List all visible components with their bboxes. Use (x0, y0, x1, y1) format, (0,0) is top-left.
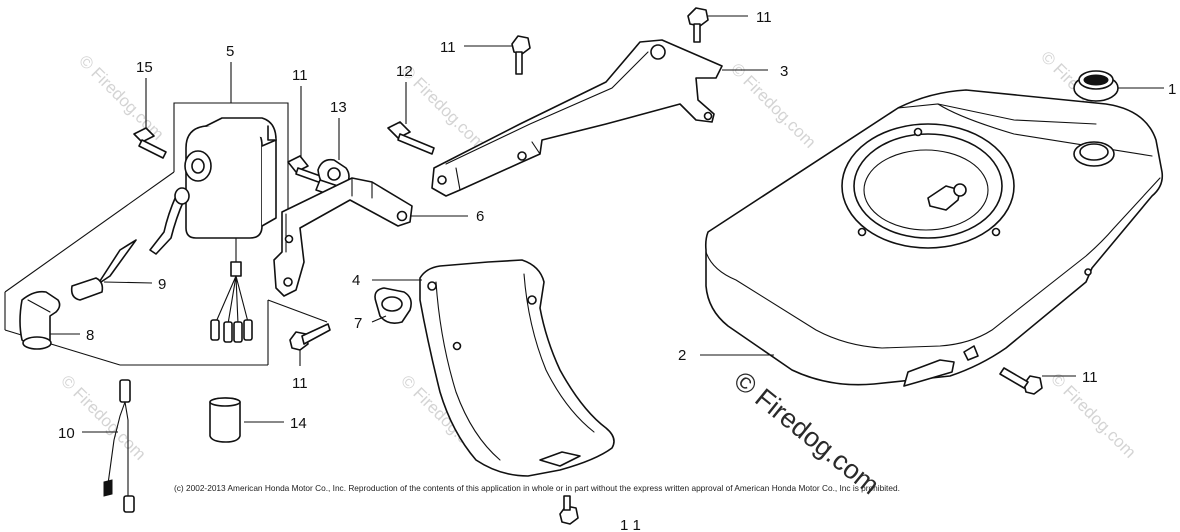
bolt-15 (133, 78, 167, 159)
callout-labels: 1 2 3 4 5 6 7 8 9 10 11 11 11 11 11 12 1… (58, 9, 1176, 532)
copyright-notice: (c) 2002-2013 American Honda Motor Co., … (174, 483, 900, 493)
callout-10: 10 (58, 425, 75, 442)
watermark-faint: © Firedog.com (57, 371, 149, 463)
bolt-11-mid (464, 35, 531, 75)
callout-8: 8 (86, 327, 94, 344)
callout-11-top: 11 (756, 9, 772, 26)
callout-7: 7 (354, 315, 362, 332)
bolt-bottom (559, 495, 579, 525)
callout-11-upper-left: 11 (292, 67, 308, 84)
tube-14 (209, 397, 284, 443)
engine-bracket-3 (431, 39, 768, 197)
callout-9: 9 (158, 276, 166, 293)
callout-4: 4 (352, 272, 360, 289)
coil-bracket (273, 177, 468, 297)
callout-13: 13 (330, 99, 347, 116)
watermark-faint: © Firedog.com (75, 51, 167, 143)
callout-11-lower-left: 11 (292, 375, 308, 392)
side-cover-plate (372, 259, 615, 477)
spark-plug-cable-part (70, 239, 153, 301)
callout-11-mid: 11 (440, 39, 456, 56)
callout-12: 12 (396, 63, 413, 80)
bolt-11-right (999, 367, 1076, 395)
callout-5: 5 (226, 43, 234, 60)
callout-1: 1 (1168, 81, 1176, 98)
bolt-11-top (687, 7, 748, 43)
callout-6: 6 (476, 208, 484, 225)
watermark-faint: © Firedog.com (727, 59, 819, 151)
callout-14: 14 (290, 415, 307, 432)
callout-11-right: 11 (1082, 369, 1098, 386)
wiring-harness (82, 379, 135, 513)
grommet (1073, 70, 1164, 102)
hose-clamp (371, 287, 412, 324)
callout-15: 15 (136, 59, 153, 76)
callout-bottom-cut: 1 1 (620, 517, 641, 532)
bolt-12 (387, 82, 435, 155)
fan-cover-housing (700, 89, 1164, 387)
watermark-main: © Firedog.com (728, 365, 885, 500)
callout-3: 3 (780, 63, 788, 80)
spark-plug-cap (19, 290, 80, 350)
bolt-11-lower (289, 323, 331, 366)
callout-2: 2 (678, 347, 686, 364)
ignition-coil-assembly (4, 62, 328, 366)
